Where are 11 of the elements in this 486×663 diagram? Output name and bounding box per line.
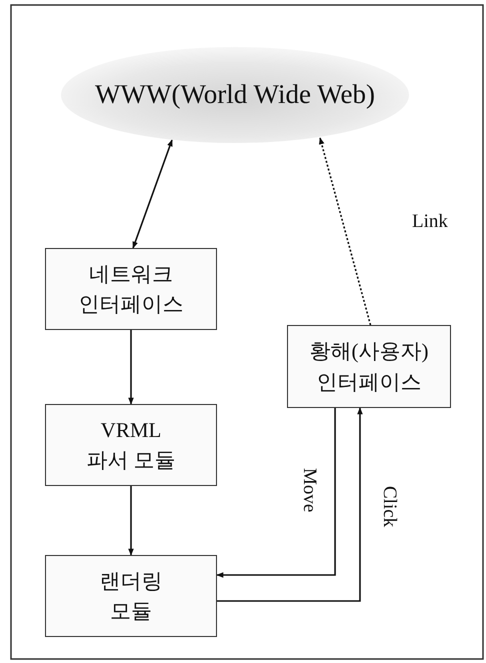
process-box: 황해(사용자) 인터페이스 bbox=[287, 325, 451, 408]
arrow bbox=[217, 407, 363, 602]
process-box: VRML 파서 모듈 bbox=[45, 404, 217, 486]
cloud-shape: WWW(World Wide Web) bbox=[60, 45, 410, 145]
arrow bbox=[132, 139, 173, 249]
arrow bbox=[216, 408, 336, 578]
process-box: 랜더링 모듈 bbox=[45, 555, 217, 637]
arrow bbox=[128, 330, 134, 405]
arrow bbox=[128, 486, 134, 556]
arrow bbox=[318, 137, 372, 326]
process-box: 네트워크 인터페이스 bbox=[45, 248, 217, 330]
